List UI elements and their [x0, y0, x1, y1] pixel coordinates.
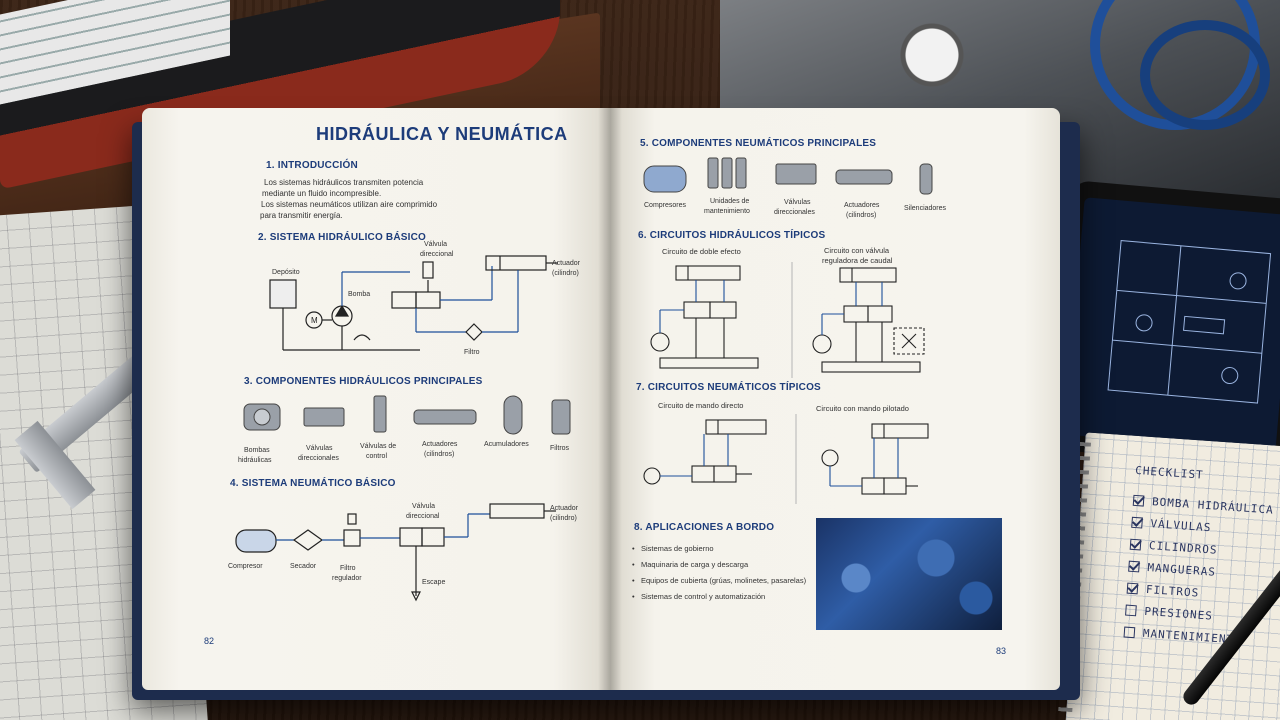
pneumatic-circuits-diagram: [643, 414, 929, 504]
component-label: Compresores: [644, 202, 687, 209]
intro-line: para transmitir energía.: [260, 211, 343, 220]
label-deposito: Depósito: [272, 269, 300, 276]
label-cilindro: (cilindro): [552, 270, 579, 277]
page-number-left: 82: [204, 636, 215, 646]
checkbox-checked: [1131, 516, 1143, 529]
checkbox-unchecked: [1123, 626, 1136, 638]
component-label: Válvulas de: [360, 443, 397, 450]
component-label: Actuadores: [422, 441, 458, 448]
section-heading-componentes-hidraulicos: 3. COMPONENTES HIDRÁULICOS PRINCIPALES: [244, 376, 483, 387]
checklist-item-label: MANGUERAS: [1147, 560, 1217, 579]
section-heading-circuitos-neumaticos: 7. CIRCUITOS NEUMÁTICOS TÍPICOS: [636, 382, 821, 393]
component-label: Filtros: [550, 445, 570, 452]
component-label: Bombas: [244, 447, 270, 454]
list-item: Sistemas de control y automatización: [632, 592, 806, 608]
checkbox-checked: [1132, 494, 1145, 507]
hydraulic-system-diagram: M: [269, 255, 558, 351]
blue-hose: [1140, 20, 1270, 130]
circuit-caption: Circuito con mando pilotado: [816, 404, 909, 413]
label-secador: Secador: [290, 563, 317, 570]
checklist-item-label: PRESIONES: [1143, 604, 1214, 623]
intro-line: Los sistemas hidráulicos transmiten pote…: [264, 178, 424, 187]
list-item: Equipos de cubierta (grúas, molinetes, p…: [632, 576, 806, 592]
label-actuador: Actuador: [550, 505, 579, 512]
checkbox-checked: [1128, 560, 1140, 572]
hydraulic-components-icons: [243, 395, 571, 435]
label-filtro: Filtro: [464, 349, 480, 356]
component-label: Actuadores: [844, 202, 880, 209]
checkbox-unchecked: [1125, 604, 1137, 616]
label-compresor: Compresor: [228, 563, 263, 570]
checklist-title: CHECKLIST: [1134, 463, 1205, 482]
checklist-item-label: FILTROS: [1145, 582, 1200, 600]
component-label: (cilindros): [846, 212, 877, 219]
intro-line: Los sistemas neumáticos utilizan aire co…: [261, 200, 438, 209]
checkbox-checked: [1129, 538, 1142, 550]
section-heading-introduccion: 1. INTRODUCCIÓN: [266, 160, 358, 171]
intro-line: mediante un fluido incompresible.: [262, 189, 382, 198]
label-direccional: direccional: [406, 513, 440, 520]
page-number-right: 83: [996, 646, 1007, 656]
list-item: Maquinaria de carga y descarga: [632, 560, 806, 576]
label-valvula: Válvula: [424, 241, 447, 248]
circuit-caption: Circuito con válvula: [824, 246, 890, 255]
section-heading-aplicaciones: 8. APLICACIONES A BORDO: [634, 522, 775, 533]
applications-list: Sistemas de gobierno Maquinaria de carga…: [632, 544, 806, 608]
tablet-schematic: [1107, 240, 1272, 404]
section-heading-sistema-neumatico: 4. SISTEMA NEUMÁTICO BÁSICO: [230, 478, 396, 489]
label-bomba: Bomba: [348, 291, 371, 298]
component-label: mantenimiento: [704, 208, 750, 215]
section-heading-sistema-hidraulico: 2. SISTEMA HIDRÁULICO BÁSICO: [258, 232, 427, 243]
label-filtro: Filtro: [340, 565, 356, 572]
book-gutter: [598, 108, 622, 690]
component-label: Válvulas: [784, 199, 811, 206]
checkbox-checked: [1126, 582, 1139, 594]
checklist-item-label: VÁLVULAS: [1150, 516, 1212, 534]
component-label: Acumuladores: [484, 441, 529, 448]
circuit-caption: Circuito de doble efecto: [662, 247, 741, 256]
label-actuador: Actuador: [552, 260, 581, 267]
component-label: direccionales: [774, 209, 815, 216]
section-heading-circuitos-hidraulicos: 6. CIRCUITOS HIDRÁULICOS TÍPICOS: [638, 230, 826, 241]
checklist-notebook: CHECKLIST BOMBA HIDRÁULICA VÁLVULAS CILI…: [1058, 432, 1280, 720]
checklist-item-label: CILINDROS: [1148, 538, 1218, 557]
pneumatic-components-icons: [643, 157, 933, 195]
section-heading-componentes-neumaticos: 5. COMPONENTES NEUMÁTICOS PRINCIPALES: [640, 138, 877, 149]
component-label: (cilindros): [424, 451, 455, 458]
label-cilindro: (cilindro): [550, 515, 577, 522]
label-direccional: direccional: [420, 251, 454, 258]
component-label: Válvulas: [306, 445, 333, 452]
circuit-caption: Circuito de mando directo: [658, 401, 744, 410]
pneumatic-system-diagram: [235, 503, 556, 602]
component-label: control: [366, 453, 388, 460]
label-regulador: regulador: [332, 575, 362, 582]
page-title: HIDRÁULICA Y NEUMÁTICA: [316, 124, 568, 144]
component-label: hidráulicas: [238, 457, 272, 464]
motor-symbol-label: M: [311, 316, 318, 325]
hydraulic-circuits-diagram: [650, 262, 925, 378]
circuit-caption: reguladora de caudal: [822, 256, 893, 265]
list-item: Sistemas de gobierno: [632, 544, 806, 560]
component-label: Silenciadores: [904, 205, 947, 212]
tablet-device: [1048, 180, 1280, 470]
label-valvula: Válvula: [412, 503, 435, 510]
tablet-schematic-screen: [1064, 197, 1280, 453]
label-escape: Escape: [422, 579, 446, 586]
component-label: direccionales: [298, 455, 339, 462]
hydraulic-machinery-photo: [816, 518, 1002, 630]
component-label: Unidades de: [710, 198, 750, 205]
